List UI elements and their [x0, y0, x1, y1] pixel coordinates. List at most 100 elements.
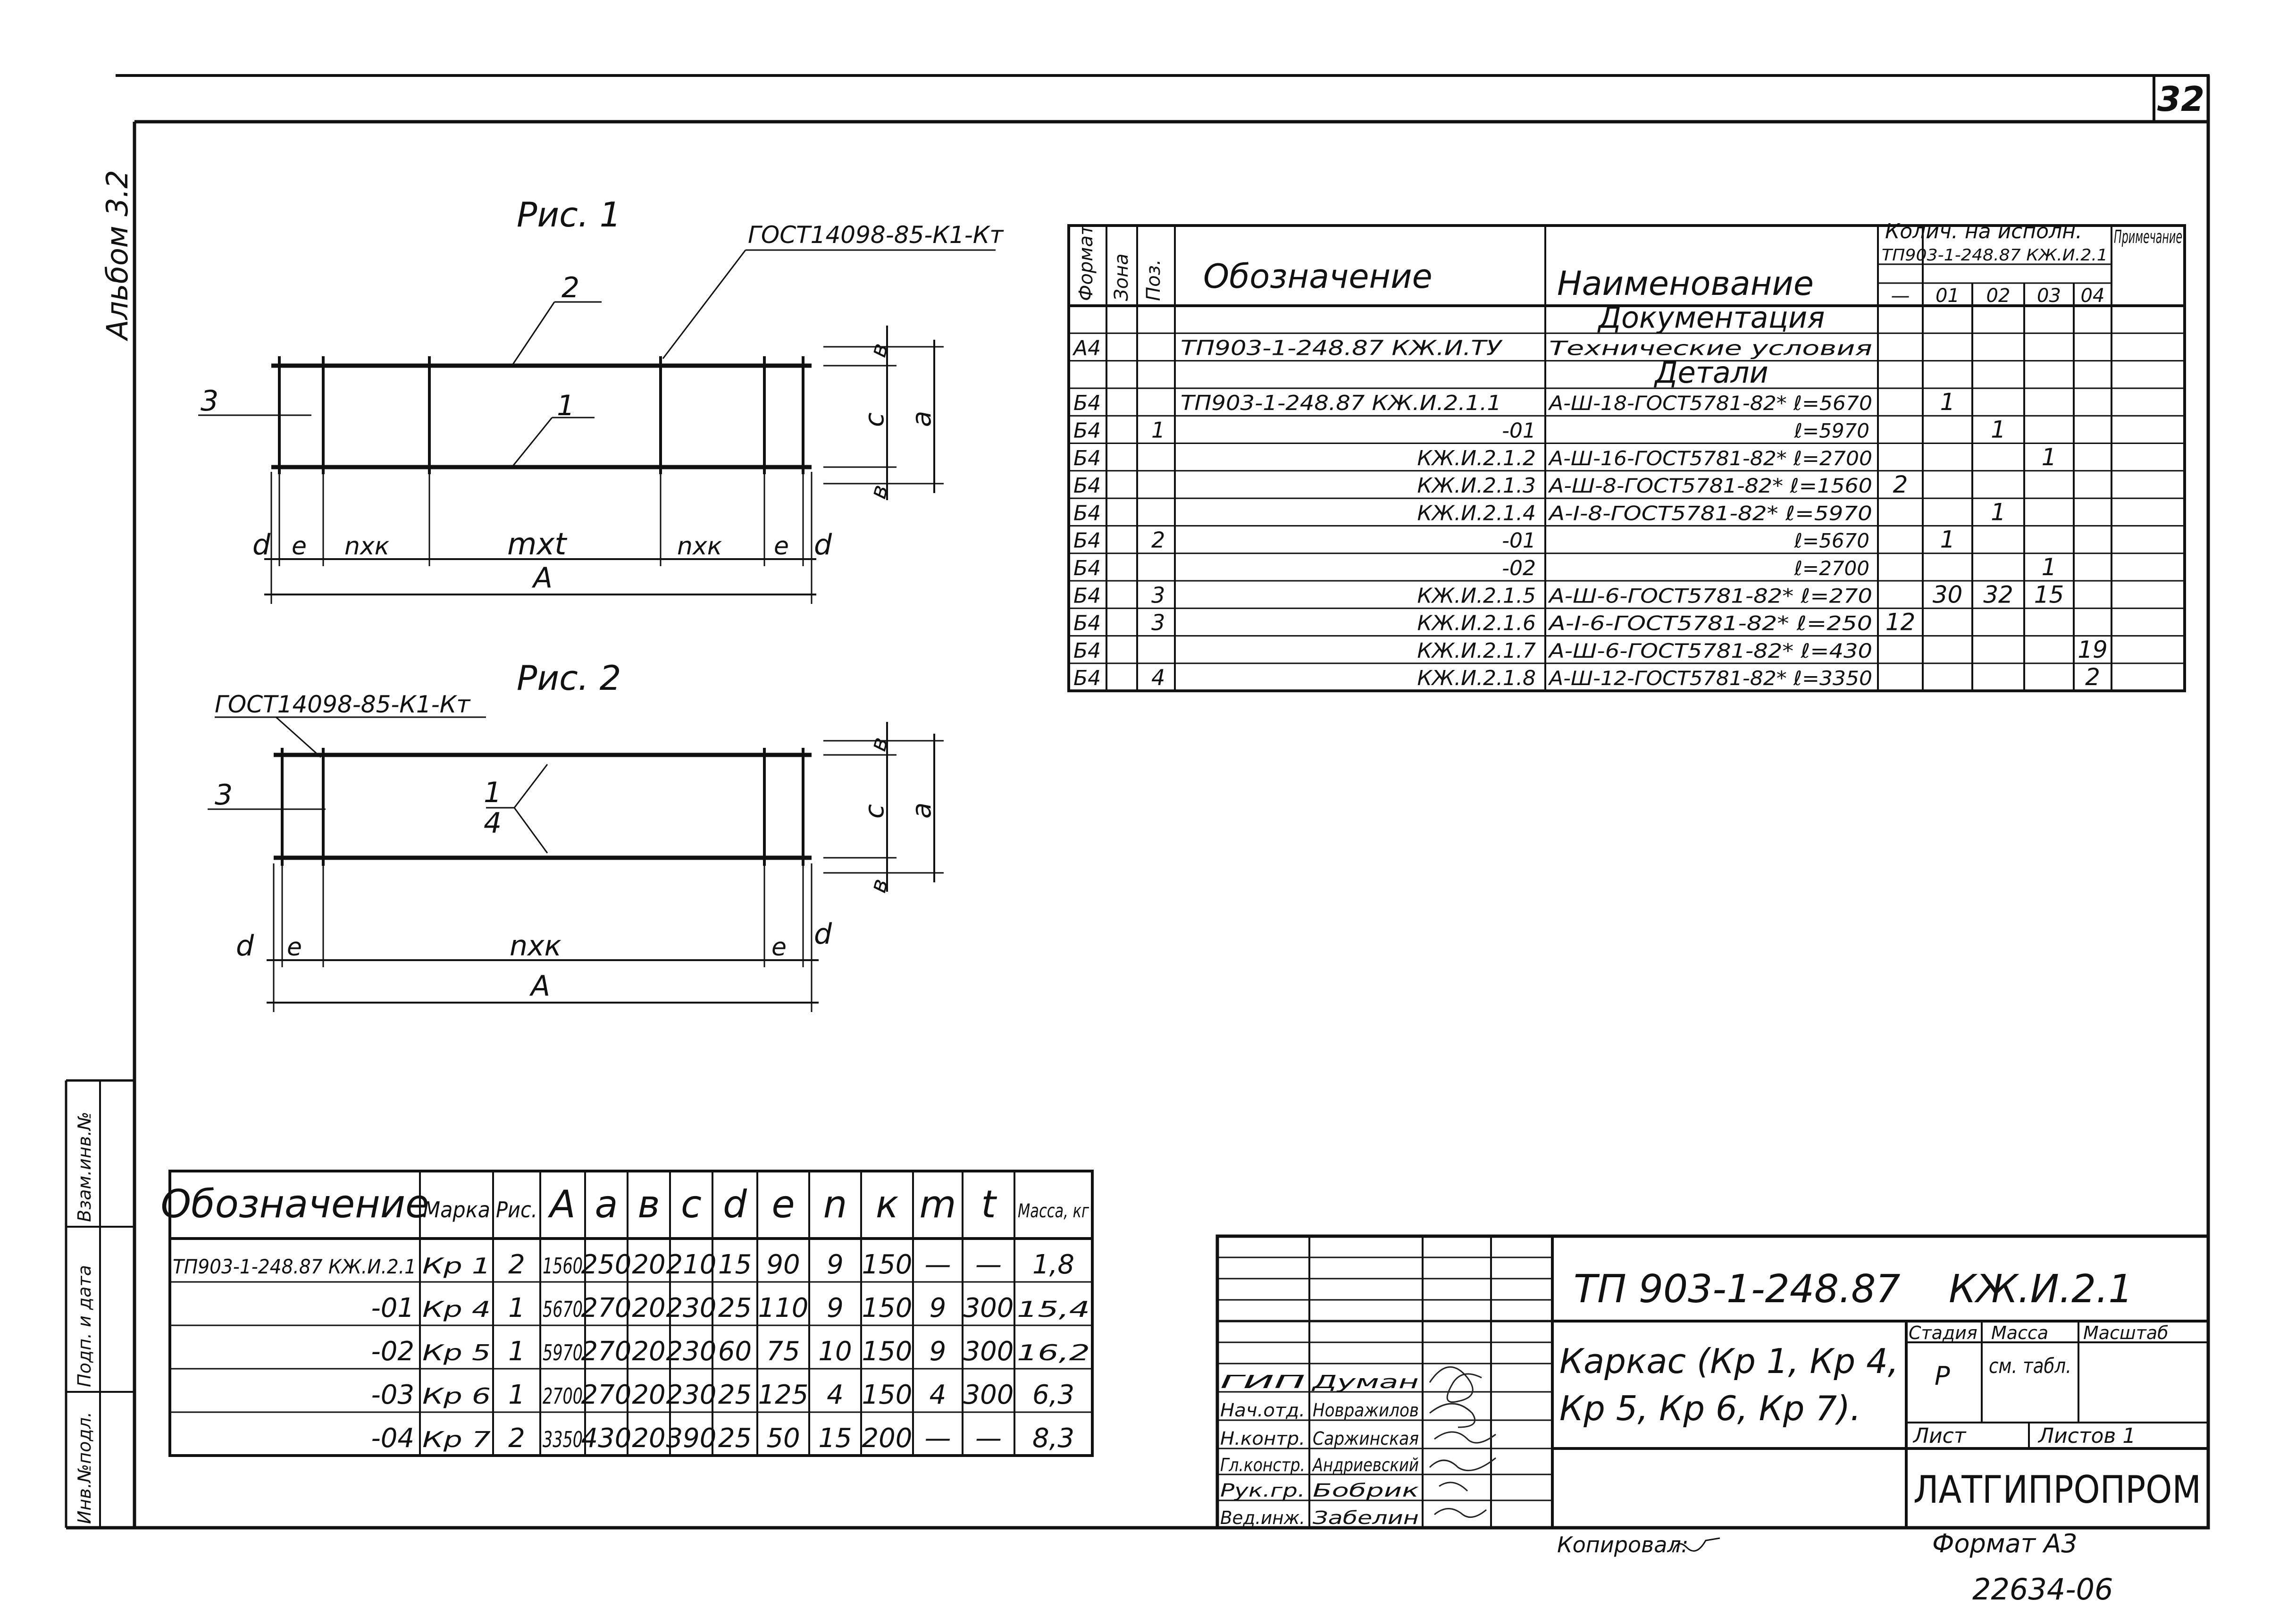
fig1-dim-c: c — [859, 412, 890, 427]
mass-value: см. табл. — [1989, 1354, 2071, 1378]
params-cell-8: 125 — [758, 1380, 809, 1410]
album-label: Альбом 3.2 — [100, 170, 134, 342]
org-name: ЛАТГИПРОПРОМ — [1913, 1468, 2201, 1512]
strip-label-replace: Взам.инв.№ — [74, 1112, 95, 1222]
fig1-dim-d-left: d — [252, 528, 271, 561]
spec-row: Детали — [1653, 355, 1768, 390]
params-header-10: к — [876, 1182, 898, 1226]
params-header-11: m — [920, 1182, 956, 1226]
fig1-pos-3: 3 — [201, 385, 218, 418]
fig1-dim-nk-left: nxк — [344, 532, 390, 561]
spec-cell-qty-1: 30 — [1933, 581, 1963, 608]
params-cell-13: 16,2 — [1017, 1340, 1090, 1365]
spec-cell-designation: КЖ.И.2.1.5 — [1417, 584, 1536, 608]
params-header-7: d — [723, 1182, 747, 1226]
signer-row: Вед.инж.Забелин — [1220, 1507, 1419, 1528]
params-cell-6: 230 — [666, 1336, 717, 1367]
params-cell-12: 300 — [964, 1293, 1014, 1323]
params-cell-8: 110 — [758, 1293, 809, 1323]
bottom-code: 22634-06 — [1972, 1572, 2113, 1607]
params-cell-10: 150 — [862, 1249, 913, 1280]
params-cell-8: 50 — [766, 1423, 800, 1454]
spec-cell-qty-1: 1 — [1940, 526, 1955, 553]
params-cell-7: 25 — [718, 1423, 752, 1454]
spec-header-pos: Поз. — [1143, 259, 1165, 301]
params-cell-designation: -01 — [371, 1293, 414, 1323]
params-cell-designation: -02 — [371, 1336, 414, 1367]
fig2-pos-3: 3 — [215, 779, 233, 812]
spec-cell-pos: 1 — [1151, 418, 1165, 443]
params-cell-2: 1 — [508, 1293, 525, 1323]
params-cell-designation: ТП903-1-248.87 КЖ.И.2.1 — [173, 1255, 416, 1278]
params-cell-7: 25 — [718, 1293, 752, 1323]
params-cell-1: Кр 1 — [422, 1253, 491, 1279]
params-cell-7: 15 — [718, 1249, 752, 1280]
params-cell-11: 4 — [930, 1380, 947, 1410]
fig2-dim-nk: nxк — [510, 929, 561, 963]
params-cell-6: 230 — [666, 1380, 717, 1410]
spec-cell-designation: ТП903-1-248.87 КЖ.И.2.1.1 — [1181, 391, 1501, 415]
drawing-title-line1: Каркас (Кр 1, Кр 4, — [1559, 1341, 1899, 1381]
spec-cell-qty-0: 12 — [1885, 609, 1916, 636]
fig1-dim-d-right: d — [814, 528, 832, 561]
params-cell-6: 390 — [666, 1423, 717, 1454]
spec-cell-name: А-I-6-ГОСТ5781-82* ℓ=250 — [1547, 612, 1872, 635]
mass-label: Масса — [1991, 1323, 2048, 1343]
strip-label-inv: Инв.№подл. — [74, 1412, 95, 1524]
fig1-pos-1: 1 — [557, 389, 575, 422]
spec-cell-name: А-Ш-6-ГОСТ5781-82* ℓ=270 — [1548, 584, 1872, 607]
spec-header-qty-2: 02 — [1986, 285, 2011, 307]
params-cell-3: 5670 — [543, 1297, 583, 1322]
fig1-weld-note: ГОСТ14098-85-К1-Кт — [748, 221, 1004, 249]
params-cell-4: 430 — [581, 1423, 632, 1454]
doc-number: ТП 903-1-248.87 — [1574, 1267, 1901, 1312]
stage-value: Р — [1935, 1361, 1950, 1391]
copied-by: Копировал: — [1557, 1532, 1688, 1557]
signer-role: Н.контр. — [1220, 1428, 1305, 1449]
spec-cell-name: А-Ш-18-ГОСТ5781-82* ℓ=5670 — [1548, 392, 1872, 415]
drawing-title-line2: Кр 5, Кр 6, Кр 7). — [1559, 1389, 1861, 1428]
params-header-12: t — [981, 1182, 997, 1226]
figure-1 — [198, 249, 996, 604]
params-cell-12: 300 — [964, 1380, 1014, 1410]
params-cell-1: Кр 7 — [422, 1427, 491, 1452]
params-header-13: Масса, кг — [1018, 1200, 1089, 1222]
signer-name: Андриевский — [1311, 1455, 1419, 1475]
spec-cell-qty-3: 1 — [2042, 444, 2057, 471]
params-header-0: Обозначение — [161, 1182, 429, 1227]
spec-header-format: Формат — [1075, 224, 1097, 301]
signer-role: Рук.гр. — [1220, 1480, 1305, 1501]
spec-header-note: Примечание — [2114, 226, 2182, 247]
spec-cell-designation: КЖ.И.2.1.3 — [1417, 474, 1536, 498]
params-cell-5: 20 — [632, 1423, 665, 1454]
spec-cell-pos: 3 — [1151, 610, 1165, 636]
spec-cell-designation: ТП903-1-248.87 КЖ.И.ТУ — [1181, 336, 1503, 360]
params-cell-10: 150 — [862, 1293, 913, 1323]
params-cell-8: 75 — [766, 1336, 800, 1367]
spec-cell-designation: -02 — [1502, 556, 1536, 580]
params-cell-10: 200 — [862, 1423, 913, 1454]
fig2-dim-e-left: e — [287, 933, 302, 962]
spec-header-name: Наименование — [1557, 264, 1814, 303]
params-header-9: n — [823, 1182, 847, 1226]
fig1-dim-a: a — [906, 411, 937, 427]
fig2-dim-total: A — [529, 970, 550, 1003]
spec-cell-name: А-I-8-ГОСТ5781-82* ℓ=5970 — [1548, 502, 1872, 525]
params-cell-designation: -03 — [371, 1380, 414, 1410]
spec-cell-name: А-Ш-8-ГОСТ5781-82* ℓ=1560 — [1548, 474, 1872, 497]
spec-cell-format: Б4 — [1073, 391, 1101, 415]
params-cell-11: 9 — [930, 1293, 947, 1323]
params-cell-10: 150 — [862, 1336, 913, 1367]
spec-cell-qty-2: 1 — [1991, 498, 2006, 526]
params-header-1: Марка — [423, 1197, 490, 1222]
spec-cell-designation: -01 — [1502, 419, 1536, 443]
